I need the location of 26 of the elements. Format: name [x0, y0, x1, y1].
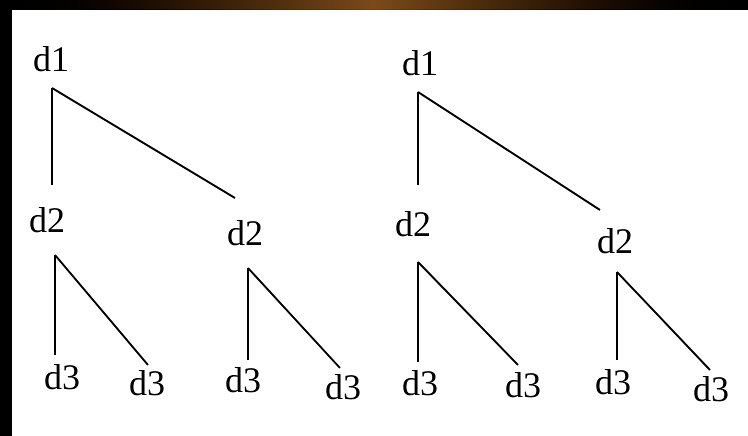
node-label: d2 — [227, 214, 263, 252]
tree-branch-line — [51, 87, 236, 199]
node-label: d3 — [693, 370, 729, 408]
node-label: d2 — [597, 222, 633, 260]
node-label: d2 — [29, 201, 65, 239]
node-label: d1 — [33, 40, 69, 78]
tree-branch-line — [54, 254, 149, 366]
node-label: d1 — [402, 44, 438, 82]
node-label: d3 — [595, 363, 631, 401]
tree-branch-line — [417, 91, 601, 211]
tree-branch-line — [247, 267, 341, 369]
tree-branch-line — [51, 88, 53, 185]
node-label: d2 — [395, 204, 431, 242]
tree-branch-line — [417, 261, 519, 366]
tree-branch-line — [417, 92, 419, 185]
tree-branch-line — [616, 272, 618, 360]
node-label: d3 — [44, 358, 80, 396]
node-label: d3 — [325, 368, 361, 406]
tree-branch-line — [54, 255, 56, 355]
node-label: d3 — [225, 361, 261, 399]
node-label: d3 — [505, 366, 541, 404]
tree-branch-line — [417, 262, 419, 362]
node-label: d3 — [402, 364, 438, 402]
tree-branch-line — [616, 271, 711, 371]
node-label: d3 — [129, 364, 165, 402]
tree-branch-line — [247, 268, 249, 360]
